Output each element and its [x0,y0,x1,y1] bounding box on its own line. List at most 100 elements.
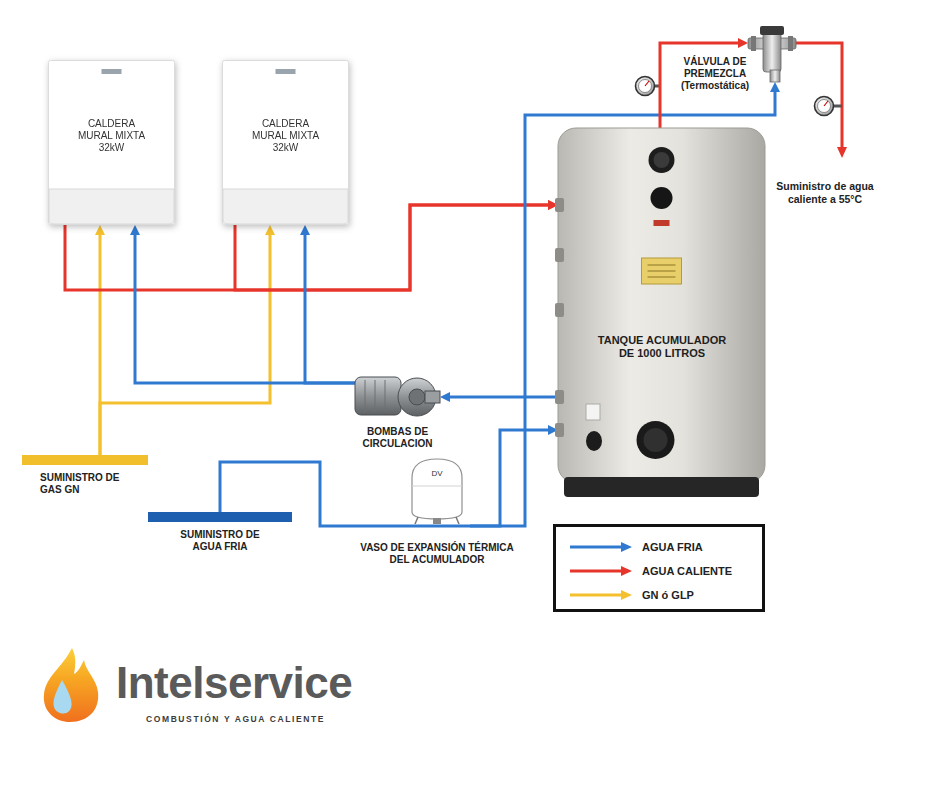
pump-shape-part [375,380,376,412]
swatch-arrowhead [621,542,632,552]
gauge-face [639,80,652,93]
pipe-connector [100,225,275,455]
vaso-shape-part [412,486,462,487]
label-holder: VASO DE EXPANSIÓN TÉRMICA DEL ACUMULADOR [356,542,518,566]
tank-shape-part [654,220,670,226]
valve-node: VÁLVULA DE PREMEZCLA (Termostática) [748,26,796,82]
pipe-line [470,90,775,526]
valve-shape-part [751,36,756,51]
tank-shape-part [648,271,676,272]
pipe-connector [470,82,780,526]
pump-node: BOMBAS DE CIRCULACION [355,372,440,420]
boiler-shape-part [49,189,174,224]
tank-shape-part [555,423,564,437]
vaso-shape-part [433,518,441,524]
valve-shape-part [760,26,784,35]
pipe-arrowhead [300,225,310,235]
vaso-label: VASO DE EXPANSIÓN TÉRMICA DEL ACUMULADOR [356,542,518,566]
pipe-line [135,233,355,383]
band-label: SUMINISTRO DE GAS GN [40,472,138,496]
tank-shape-part [558,128,765,483]
legend-swatch [570,589,632,601]
swatch-line [570,594,622,597]
outlet-note: Suministro de agua caliente a 55°C [758,180,892,206]
logo-drop [53,680,71,714]
boiler-node: CALDERA MURAL MIXTA 32kW [48,60,175,225]
pipe-arrowhead [738,38,748,48]
pipe-arrowhead [770,82,780,92]
brand-name: Intelservice [116,658,416,708]
gauge-stem [833,105,842,108]
hot-outflow-arrowhead [837,147,847,158]
band-shape [22,455,148,465]
valve-shape [748,26,796,82]
tank-shape-part [564,477,759,497]
pipe-connector [470,425,558,526]
pipe-arrowhead [440,392,450,402]
tank-shape-part [651,187,673,209]
tank-shape-part [644,428,668,452]
hot-outflow-pipe [796,43,842,148]
tank-shape-part [642,258,682,284]
vaso-node: DVVASO DE EXPANSIÓN TÉRMICA DEL ACUMULAD… [404,456,470,532]
boiler-text: CALDERA MURAL MIXTA 32kW [249,118,323,154]
vaso-shape-part [415,517,418,524]
legend-text: AGUA CALIENTE [642,565,732,577]
tank-shape-part [555,198,564,212]
band-node: SUMINISTRO DE GAS GN [22,455,148,465]
legend-text: AGUA FRIA [642,541,703,553]
pipe-line [305,233,355,383]
legend-swatch [570,565,632,577]
vaso-shape [404,456,470,532]
label-holder: COMBUSTIÓN Y AGUA CALIENTE [146,714,406,724]
boiler-shape-part [223,61,349,225]
boiler-shape-part [276,69,296,74]
boiler-node: CALDERA MURAL MIXTA 32kW [222,60,349,225]
pipe-arrowhead [95,225,105,235]
tank-shape-part [649,147,675,173]
label-holder: VÁLVULA DE PREMEZCLA (Termostática) [664,56,766,92]
gauge-face [818,100,831,113]
tank-shape [558,128,765,497]
pipe-line [448,396,558,399]
legend-row: GN ó GLP [570,583,752,607]
vaso-shape-part [456,517,459,524]
band-node: SUMINISTRO DE AGUA FRIA [148,512,292,522]
boiler-shape-part [223,189,348,224]
tank-shape-part [586,404,600,420]
vessel-mark: DV [404,469,470,478]
valve-shape-part [788,36,793,51]
tank-shape-part [648,277,676,278]
label-holder: SUMINISTRO DE AGUA FRIA [168,529,272,553]
band-shape [148,512,292,522]
pump-label: BOMBAS DE CIRCULACION [345,426,450,450]
swatch-line [570,570,622,573]
legend-row: AGUA FRIA [570,535,752,559]
boiler-shape-part [102,69,122,74]
logo-flame [44,648,98,722]
swatch-line [570,546,622,549]
tank-shape-part [555,390,564,404]
pipe-connector [440,392,558,402]
legend-box: AGUA FRIA AGUA CALIENTE GN ó GLP [553,524,765,612]
brand-tagline: COMBUSTIÓN Y AGUA CALIENTE [146,714,406,724]
label-holder: Intelservice [116,658,416,708]
band-shape-part [148,512,292,522]
pipe-line [470,430,550,526]
vaso-shape-part [404,525,470,528]
label-holder: Suministro de agua caliente a 55°C [758,180,892,206]
pump-shape [355,372,440,420]
pump-shape-part [425,391,440,403]
tank-shape-part [555,248,564,262]
legend-swatch [570,541,632,553]
vaso-shape-part [412,459,462,519]
pressure-gauge [815,97,834,116]
pump-shape-part [385,380,386,412]
tank-shape-part [654,152,670,168]
pipe-connector [300,225,355,383]
boiler-shape-part [49,61,175,225]
legend-text: GN ó GLP [642,589,694,601]
tank-shape-part [637,421,675,459]
tank-shape-part [586,431,602,451]
